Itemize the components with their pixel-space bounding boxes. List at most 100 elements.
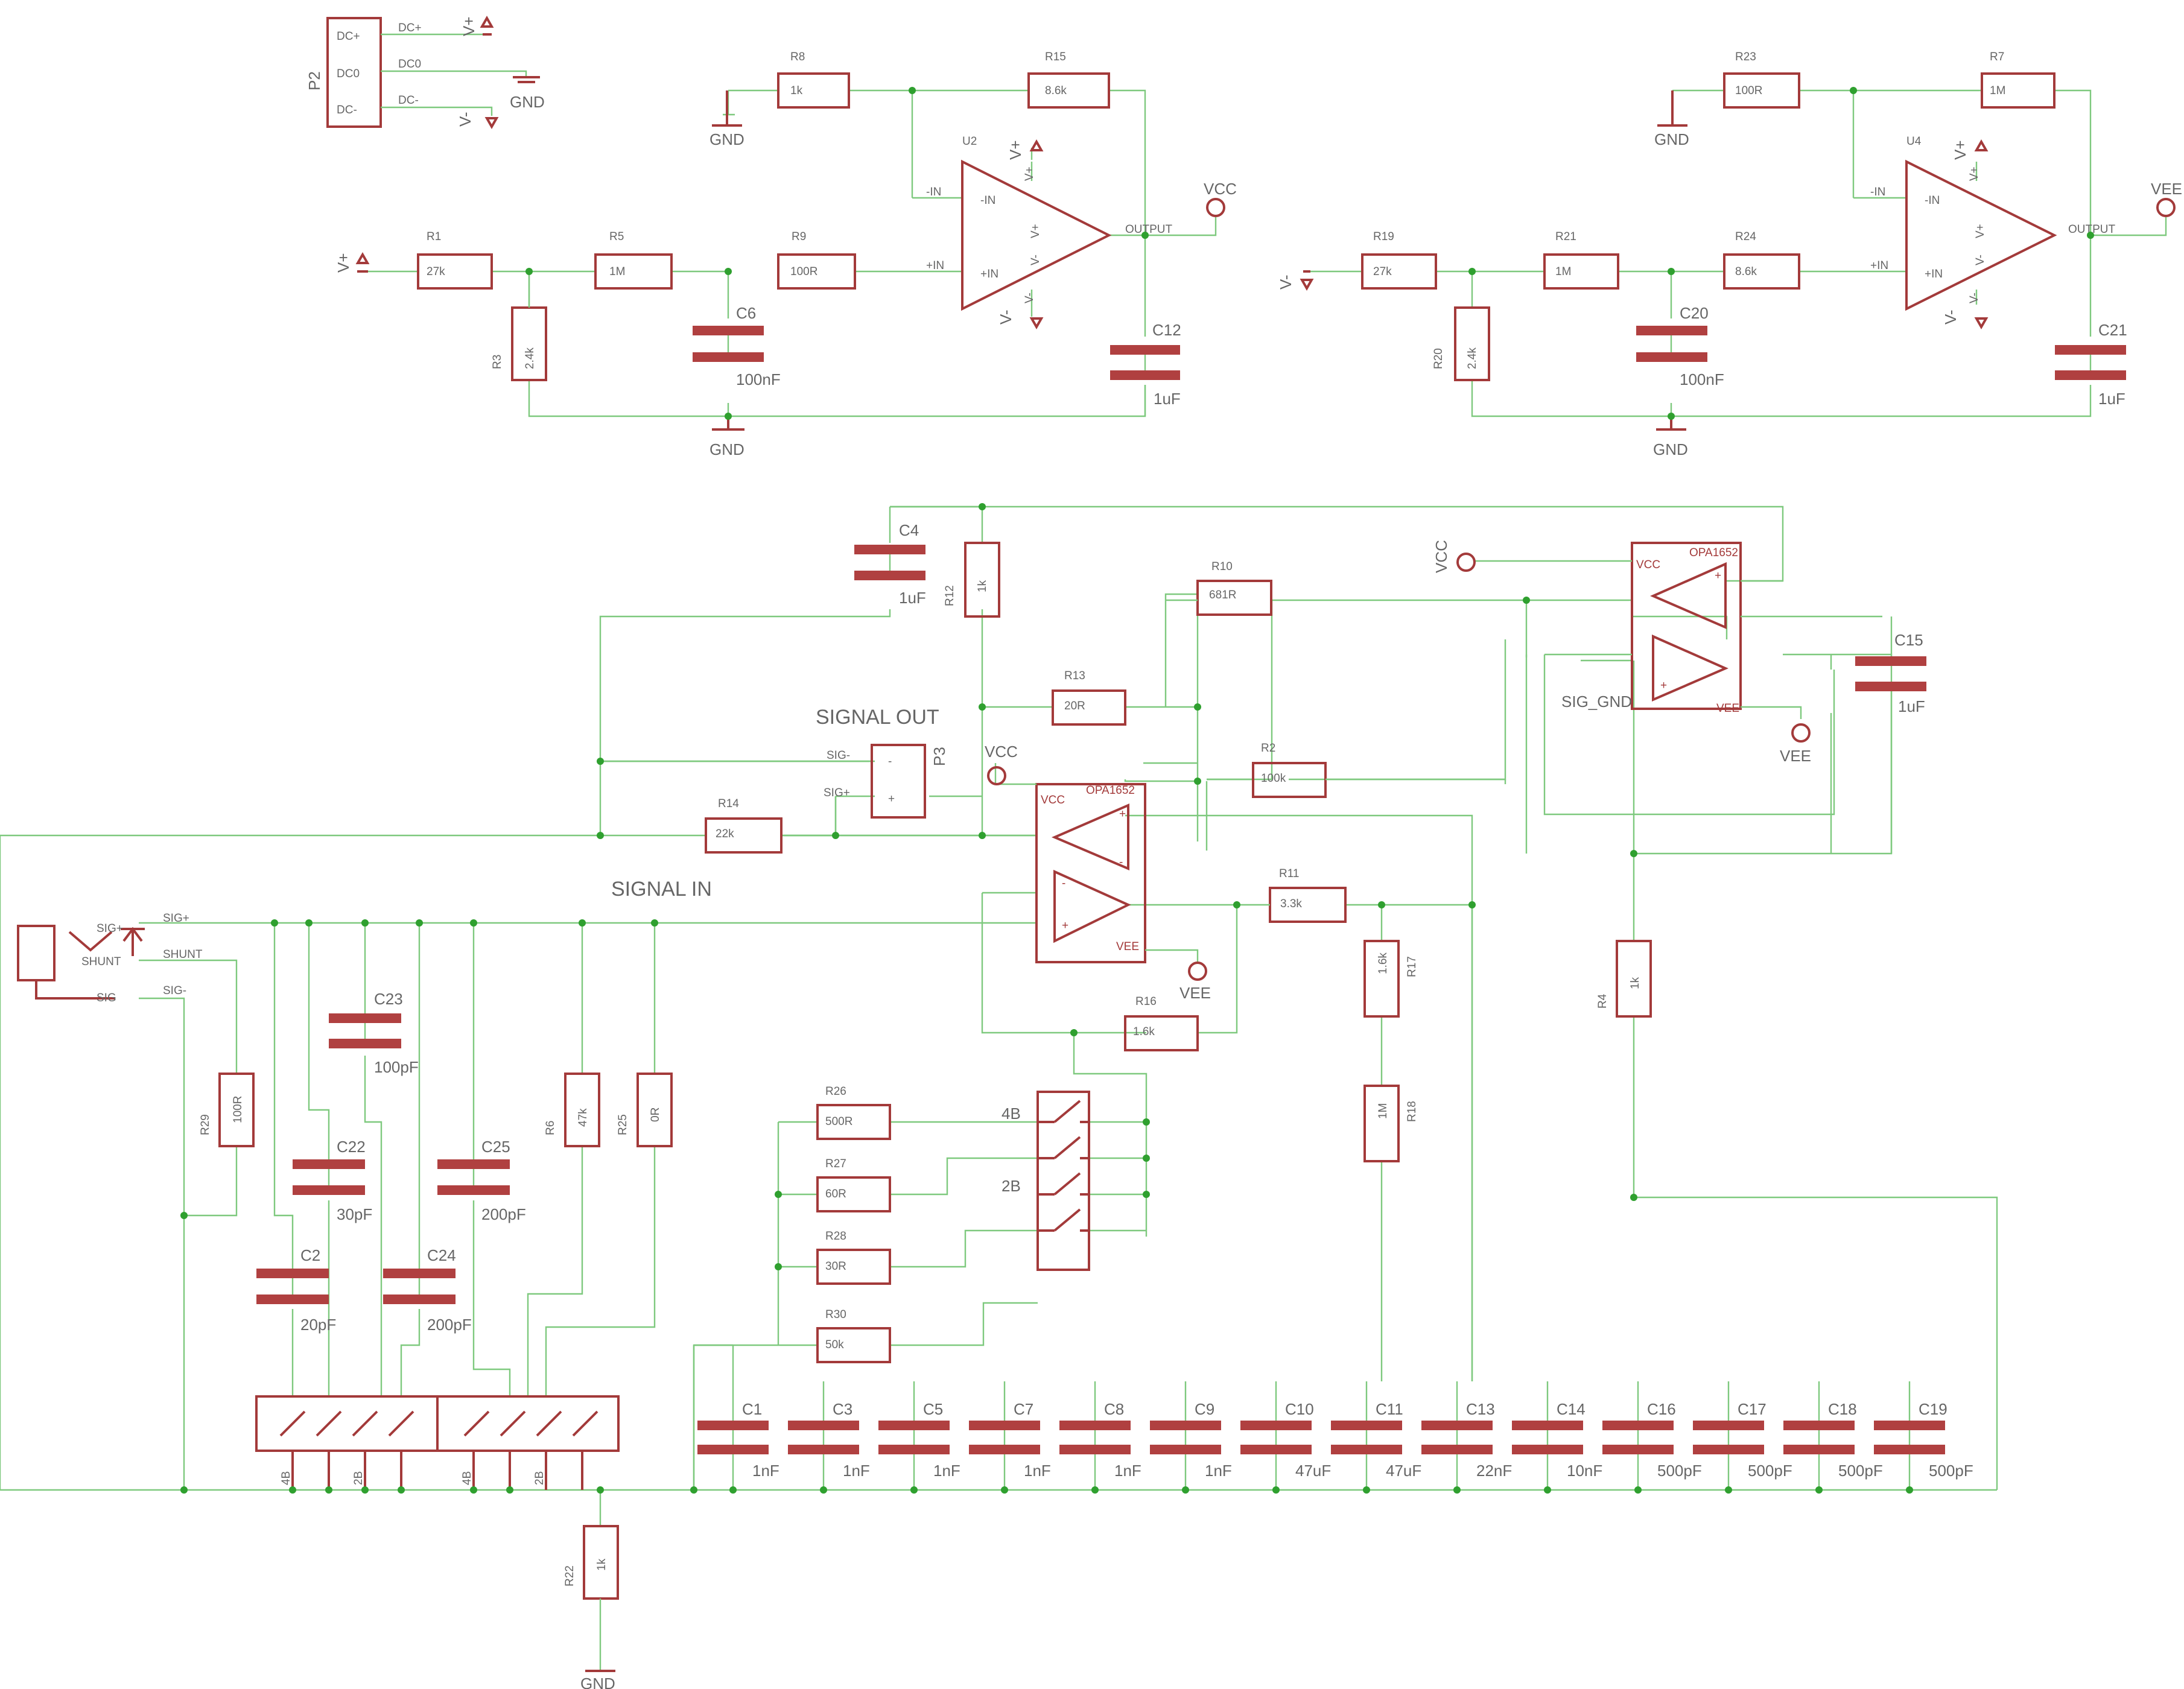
opa2-vcc-pin: VCC — [1636, 559, 1660, 571]
p2-net-3: DC- — [398, 94, 419, 107]
c6-value: 100nF — [736, 370, 781, 388]
c22-ref: C22 — [337, 1138, 366, 1156]
r4-value: 500R — [825, 1115, 852, 1128]
input-switch-label-2: 2B — [352, 1471, 365, 1485]
u2-supply-vplus: V+ — [1006, 140, 1024, 160]
u4-supply-vplus: V+ — [1951, 140, 1969, 160]
u4-net-in-plus: +IN — [1870, 259, 1888, 272]
r29-ref: R6 — [544, 1121, 557, 1135]
u4-ref: U4 — [1906, 135, 1922, 148]
range-switch-label-2: 2B — [1002, 1177, 1021, 1195]
opa1-ref: OPA1652 — [1086, 784, 1135, 797]
u4-gnd-top: GND — [1654, 130, 1689, 148]
r10-ref: R13 — [1064, 670, 1085, 682]
r15-value: 8.6k — [1045, 84, 1067, 97]
filter-cap-ref: C9 — [1195, 1400, 1214, 1418]
filter-cap-bottom-plate — [1059, 1445, 1131, 1454]
r26-ref: R27 — [825, 1158, 846, 1170]
r11-value: 1.6k — [1133, 1025, 1155, 1038]
c6-ref: C6 — [736, 304, 756, 322]
p2-pin-1: DC+ — [337, 30, 360, 43]
filter-cap-top-plate — [1240, 1421, 1312, 1430]
r18-value: 1k — [1629, 977, 1642, 989]
c15-value: 1uF — [1898, 697, 1925, 715]
r25-value: 1k — [595, 1558, 608, 1571]
c21-value: 1uF — [2098, 390, 2125, 408]
net-shunt: SHUNT — [163, 948, 203, 961]
u2-gnd-bottom: GND — [709, 440, 744, 458]
u4-vminus-small: V- — [1968, 293, 1981, 303]
u2-pin-vminus: V- — [1029, 255, 1042, 265]
jack-pin-sig: SIG — [97, 992, 116, 1004]
u4-net-in-minus: -IN — [1870, 186, 1885, 198]
u2-net-in-plus: +IN — [926, 259, 944, 272]
r27-value: 30R — [825, 1260, 846, 1273]
c20-value: 100nF — [1680, 370, 1724, 388]
filter-cap-junction — [1363, 1486, 1370, 1494]
r23-ref: R24 — [1735, 230, 1756, 243]
filter-cap-bottom-plate — [1240, 1445, 1312, 1454]
filter-cap-junction — [1091, 1486, 1099, 1494]
r4-ref: R26 — [825, 1085, 846, 1098]
filter-cap-junction — [1815, 1486, 1823, 1494]
input-switch-label-4: 2B — [533, 1471, 546, 1485]
filter-cap-bottom-plate — [1512, 1445, 1583, 1454]
u4-supply-vminus: V- — [1941, 309, 1960, 325]
u2-vminus-small: V- — [1023, 293, 1036, 303]
opa1-vee-port: VEE — [1179, 984, 1211, 1002]
r3-ref: R3 — [491, 355, 504, 369]
c23-ref: C23 — [374, 990, 403, 1008]
r19-value: 27k — [1373, 265, 1392, 278]
r18-ref: R4 — [1596, 993, 1609, 1009]
opa1-b-minus: - — [1062, 877, 1065, 890]
r26-value: 60R — [825, 1188, 846, 1200]
r5-value: 1M — [609, 265, 625, 278]
u2-pin-in-minus: -IN — [980, 194, 995, 207]
r17-ref: R18 — [1406, 1101, 1418, 1122]
main-amplifier: R12 1k C4 1uF R10 681R R13 20R R2 100k R… — [0, 503, 1998, 1526]
u2-supply-vminus: V- — [997, 309, 1015, 325]
vminus-in-label: V- — [1277, 274, 1295, 290]
r13-value: 100k — [1261, 772, 1286, 785]
filter-cap-top-plate — [878, 1421, 950, 1430]
filter-cap-top-plate — [1059, 1421, 1131, 1430]
u2-pin-in-plus: +IN — [980, 268, 998, 280]
filter-cap-junction — [820, 1486, 827, 1494]
filter-cap-junction — [729, 1486, 737, 1494]
filter-cap-top-plate — [969, 1421, 1040, 1430]
filter-cap-value: 1nF — [752, 1462, 779, 1480]
r8-ref: R8 — [790, 51, 805, 63]
net-sig-minus: SIG- — [163, 984, 186, 997]
filter-cap-bottom-plate — [697, 1445, 769, 1454]
u4-pin-in-minus: -IN — [1925, 194, 1940, 207]
r27-ref: R28 — [825, 1230, 846, 1243]
filter-cap-ref: C1 — [742, 1400, 762, 1418]
r21-ref: R21 — [1555, 230, 1576, 243]
u2-ref: U2 — [962, 135, 977, 148]
r19-ref: R19 — [1373, 230, 1394, 243]
vplus-in-label: V+ — [334, 253, 352, 273]
r7-ref: R12 — [944, 585, 956, 606]
filter-cap-bottom-plate — [878, 1445, 950, 1454]
filter-cap-value: 1nF — [843, 1462, 870, 1480]
c12-ref: C12 — [1152, 321, 1181, 339]
filter-cap-bank: C11nFC31nFC51nFC71nFC81nFC91nFC1047uFC11… — [180, 1344, 1973, 1494]
r6-value: 0R — [649, 1108, 662, 1122]
p2-ref: P2 — [305, 71, 323, 90]
opa2-vcc-port: VCC — [1432, 540, 1450, 573]
c25-ref: C25 — [481, 1138, 510, 1156]
range-switch-label-1: 4B — [1002, 1104, 1021, 1123]
filter-cap-junction — [1725, 1486, 1732, 1494]
r7-value: 1k — [976, 580, 989, 592]
filter-cap-junction — [1906, 1486, 1913, 1494]
filter-cap-bottom-plate — [1693, 1445, 1764, 1454]
filter-cap-ref: C11 — [1376, 1400, 1403, 1418]
filter-cap-top-plate — [1331, 1421, 1402, 1430]
u2-vplus-small: V+ — [1023, 166, 1036, 181]
r1-ref: R1 — [427, 230, 441, 243]
signal-input: SIG+ SHUNT SIG SIG+ SHUNT SIG- R29 100R … — [17, 912, 673, 1689]
filter-cap-top-plate — [1783, 1421, 1855, 1430]
u2-vcc-port: VCC — [1204, 180, 1237, 198]
filter-cap-bottom-plate — [969, 1445, 1040, 1454]
signal-out-label: SIGNAL OUT — [816, 706, 939, 729]
